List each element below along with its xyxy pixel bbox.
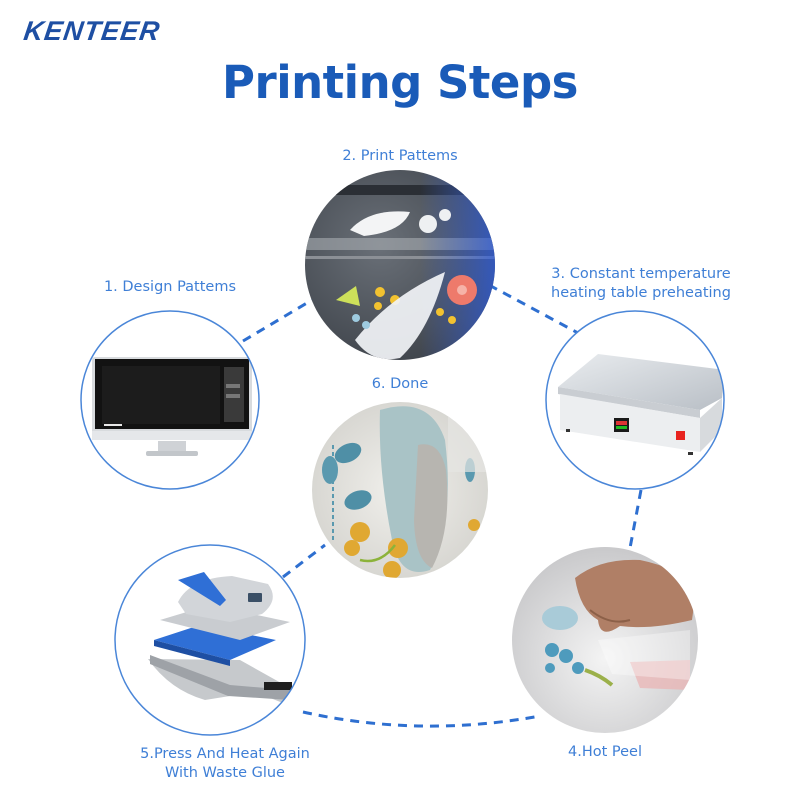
step-6-label: 6. Done [371,376,429,392]
step-1-outline [80,310,260,490]
step-5-label-line2: With Waste Glue [165,765,285,781]
connector-3-4 [628,489,643,549]
connector-5-4 [302,710,541,728]
step-3-label-line2: heating table preheating [551,285,731,301]
step-1-image-computer [80,310,260,490]
step-6-image-finished-fabric [312,402,488,578]
step-5-outline [114,544,306,736]
connector-1-2 [242,298,313,343]
step-5-image-heat-press [114,544,306,736]
step-3-outline [545,310,725,490]
connector-5-6 [282,543,326,579]
step-2-image-printer [305,170,495,360]
step-3-label: 3. Constant temperature heating table pr… [535,265,747,303]
step-2-label: 2. Print Pattems [342,148,458,164]
step-4-image-hot-peel [512,547,698,733]
step-3-image-heating-table [545,310,725,490]
step-4-label: 4.Hot Peel [567,744,642,760]
step-1-label: 1. Design Pattems [103,279,237,295]
step-5-label-line1: 5.Press And Heat Again [140,746,310,762]
page-title: Printing Steps [222,56,578,109]
connector-2-3 [488,283,579,335]
connector-lines [242,283,643,728]
step-3-label-line1: 3. Constant temperature [551,266,731,282]
step-5-label: 5.Press And Heat Again With Waste Glue [120,745,330,783]
